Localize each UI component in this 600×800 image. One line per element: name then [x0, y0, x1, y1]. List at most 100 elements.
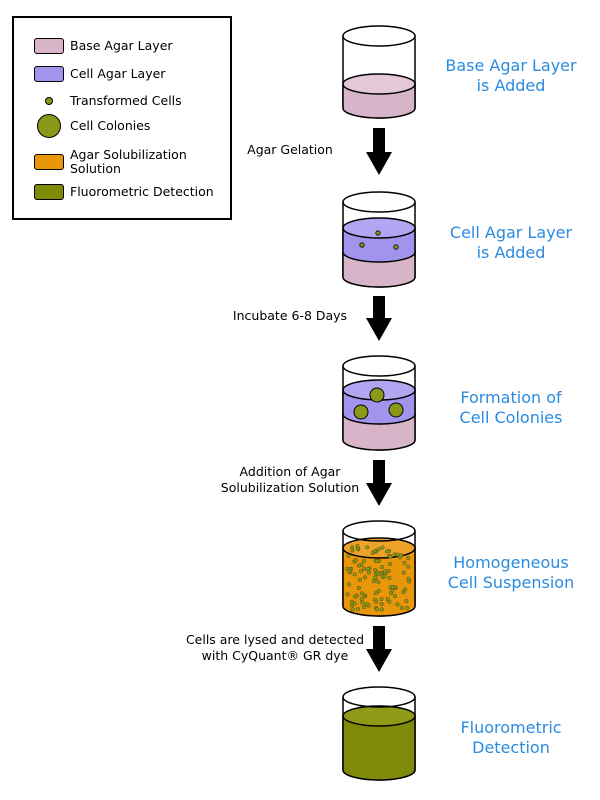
legend-item-solubilization: Agar Solubilization Solution: [34, 148, 187, 176]
suspended-cell: [406, 576, 411, 581]
suspended-cell: [406, 564, 411, 569]
fluorometric-swatch: [34, 184, 64, 200]
legend-item-cell-colonies: Cell Colonies: [34, 114, 150, 138]
arrow-label-lysis: Cells are lysed and detected with CyQuan…: [185, 632, 365, 663]
suspended-cell: [352, 601, 357, 606]
suspended-cell: [401, 570, 406, 575]
arrow-down-icon: [366, 296, 392, 341]
suspended-cell: [345, 592, 350, 597]
legend-item-base-agar: Base Agar Layer: [34, 38, 173, 54]
suspended-cell: [386, 569, 391, 574]
suspended-cell: [360, 600, 365, 605]
legend: Base Agar Layer Cell Agar Layer Transfor…: [12, 16, 232, 220]
step-label-colonies: Formation of Cell Colonies: [459, 388, 563, 427]
suspended-cell: [385, 597, 390, 602]
suspended-cells: [345, 544, 412, 612]
suspended-cell: [362, 605, 367, 610]
suspended-cell: [384, 549, 389, 554]
suspended-cell: [365, 545, 370, 550]
transformed-cell: [393, 244, 399, 250]
beaker-colonies: [342, 355, 416, 451]
beaker-cell-agar: [342, 191, 416, 288]
step-label-suspension: Homogeneous Cell Suspension: [447, 553, 575, 592]
suspended-cell: [366, 570, 372, 575]
beaker-fluorometric: [342, 686, 416, 781]
suspended-cell: [358, 569, 363, 574]
suspended-cell: [364, 602, 369, 607]
arrow-down-icon: [366, 626, 392, 672]
solubilization-swatch: [34, 154, 64, 170]
suspended-cell: [398, 555, 403, 560]
suspended-cell: [359, 597, 364, 602]
suspended-cell: [382, 573, 387, 579]
legend-label: Cell Agar Layer: [70, 66, 166, 81]
suspended-cell: [357, 577, 362, 582]
legend-item-transformed-cells: Transformed Cells: [34, 94, 182, 108]
arrow-label-gelation: Agar Gelation: [247, 142, 333, 157]
suspended-cell: [361, 559, 366, 564]
legend-label: Agar Solubilization Solution: [70, 147, 187, 176]
transformed-cell-icon: [45, 97, 53, 105]
suspended-cell: [404, 599, 409, 604]
suspended-cell: [383, 569, 388, 574]
suspended-cell: [375, 559, 380, 564]
suspended-cell: [376, 579, 381, 584]
step-label-fluorometric: Fluorometric Detection: [460, 718, 562, 757]
suspended-cell: [390, 588, 395, 593]
suspended-cell: [405, 606, 410, 611]
suspended-cell: [356, 563, 361, 568]
legend-item-cell-agar: Cell Agar Layer: [34, 66, 165, 82]
suspended-cell: [374, 607, 379, 612]
suspended-cell: [380, 545, 385, 550]
suspended-cell: [350, 548, 355, 553]
suspended-cell: [359, 591, 364, 596]
suspended-cell: [377, 572, 382, 577]
suspended-cell: [373, 591, 378, 596]
suspended-cell: [371, 579, 376, 584]
suspended-cell: [362, 566, 367, 572]
suspended-cell: [379, 565, 385, 570]
arrow-label-incubate: Incubate 6-8 Days: [232, 308, 348, 323]
suspended-cell: [392, 594, 398, 599]
suspended-cell: [401, 590, 406, 595]
suspended-cell: [352, 572, 357, 577]
base-agar-swatch: [34, 38, 64, 54]
transformed-cell: [359, 242, 365, 248]
suspended-cell: [387, 561, 393, 567]
legend-label: Fluorometric Detection: [70, 184, 214, 199]
beaker-base-agar: [342, 25, 416, 119]
cell-colony: [369, 387, 385, 403]
legend-label: Transformed Cells: [70, 93, 182, 108]
arrow-down-icon: [366, 128, 392, 175]
step-label-base-agar: Base Agar Layer is Added: [445, 56, 577, 95]
suspended-cell: [346, 553, 351, 558]
suspended-cell: [388, 554, 393, 559]
suspended-cell: [399, 605, 404, 611]
suspended-cell: [379, 601, 384, 607]
suspended-cell: [387, 575, 392, 580]
suspended-cell: [402, 560, 407, 565]
cell-colony-icon: [37, 114, 61, 138]
suspended-cell: [350, 607, 355, 612]
suspended-cell: [395, 552, 400, 557]
suspended-cell: [395, 602, 400, 607]
cell-colony: [353, 404, 369, 420]
suspended-cell: [379, 607, 384, 612]
arrow-down-icon: [366, 460, 392, 506]
suspended-cell: [346, 582, 351, 587]
suspended-cell: [379, 597, 384, 602]
arrow-label-solubilization: Addition of Agar Solubilization Solution: [220, 464, 360, 495]
suspended-cell: [373, 548, 378, 553]
suspended-cell: [373, 568, 378, 573]
suspended-cell: [347, 568, 352, 573]
legend-label: Base Agar Layer: [70, 38, 173, 53]
suspended-cell: [353, 558, 358, 563]
legend-item-fluorometric: Fluorometric Detection: [34, 184, 214, 200]
suspended-cell: [406, 556, 411, 561]
suspended-cell: [376, 588, 381, 594]
suspended-cell: [355, 607, 360, 612]
suspended-cell: [355, 544, 360, 549]
suspended-cell: [352, 594, 358, 599]
legend-label: Cell Colonies: [70, 118, 151, 133]
